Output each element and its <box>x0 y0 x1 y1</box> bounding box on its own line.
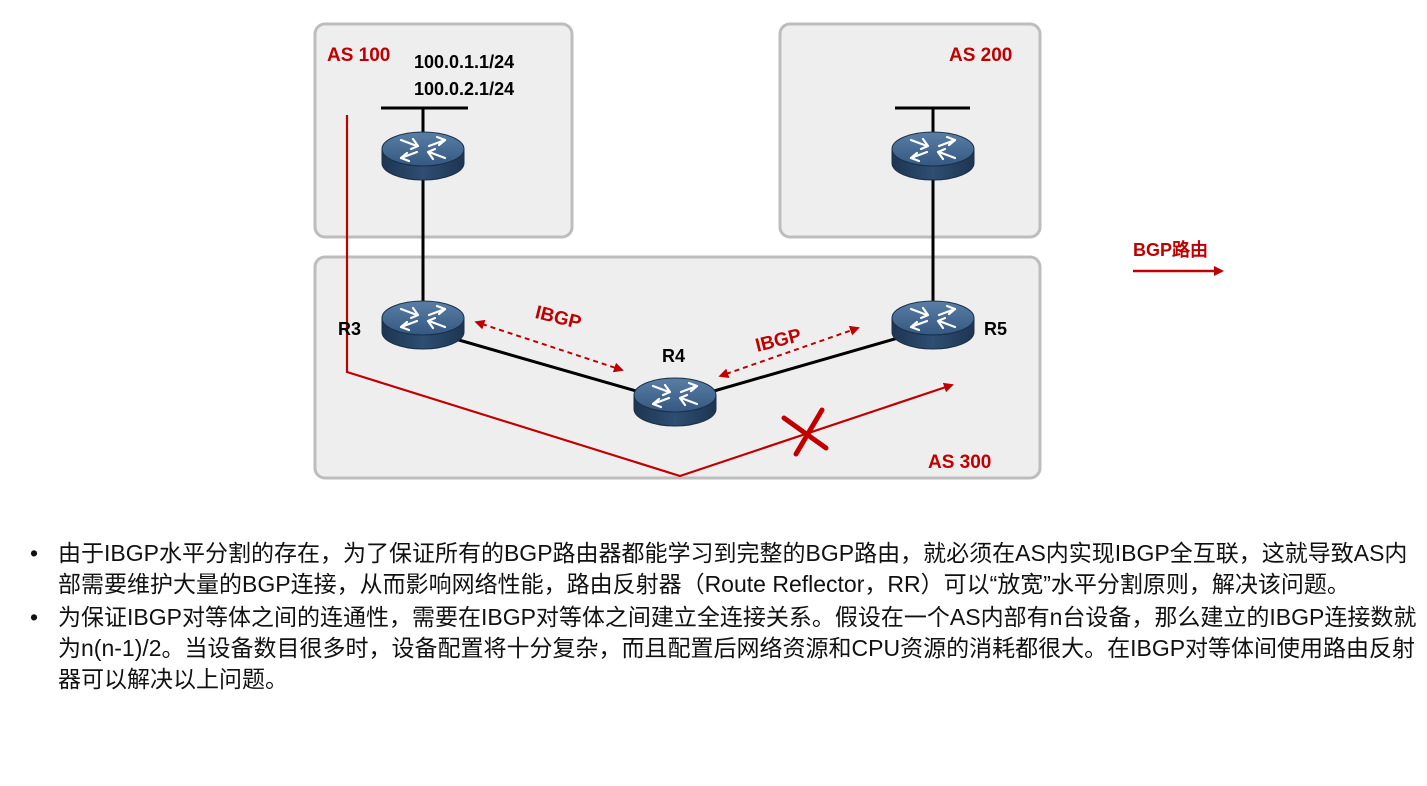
router-icon <box>380 299 466 351</box>
as200-box <box>778 22 1042 239</box>
bullet-item: • 为保证IBGP对等体之间的连通性，需要在IBGP对等体之间建立全连接关系。假… <box>30 602 1420 695</box>
router-icon <box>380 130 466 182</box>
bullet-dot: • <box>30 604 39 630</box>
blocked-x-icon <box>781 407 829 457</box>
router-icon <box>890 130 976 182</box>
router-r4-label: R4 <box>662 346 685 366</box>
router-icon <box>890 299 976 351</box>
legend-bgp-route-label: BGP路由 <box>1133 239 1208 260</box>
as200-label: AS 200 <box>949 45 1012 66</box>
router-r3-label: R3 <box>338 319 361 339</box>
bullet-text: 为保证IBGP对等体之间的连通性，需要在IBGP对等体之间建立全连接关系。假设在… <box>58 604 1417 692</box>
as100-label: AS 100 <box>327 45 390 66</box>
as100-box <box>313 22 574 239</box>
bullet-text: 由于IBGP水平分割的存在，为了保证所有的BGP路由器都能学习到完整的BGP路由… <box>58 540 1408 597</box>
ip-address-2: 100.0.2.1/24 <box>414 79 514 99</box>
ibgp-session-r3-r4 <box>474 319 624 373</box>
description-text: • 由于IBGP水平分割的存在，为了保证所有的BGP路由器都能学习到完整的BGP… <box>30 538 1420 697</box>
bgp-topology-diagram: AS 100 AS 200 AS 300 100.0.1.1/24 100.0.… <box>313 22 1224 480</box>
bullet-dot: • <box>30 540 39 566</box>
as300-box <box>313 255 1042 480</box>
router-r5-label: R5 <box>984 319 1007 339</box>
bgp-route-path <box>345 115 954 478</box>
router-icon <box>632 376 718 428</box>
bullet-item: • 由于IBGP水平分割的存在，为了保证所有的BGP路由器都能学习到完整的BGP… <box>30 538 1420 600</box>
as300-label: AS 300 <box>928 452 991 473</box>
ip-address-1: 100.0.1.1/24 <box>414 52 514 72</box>
